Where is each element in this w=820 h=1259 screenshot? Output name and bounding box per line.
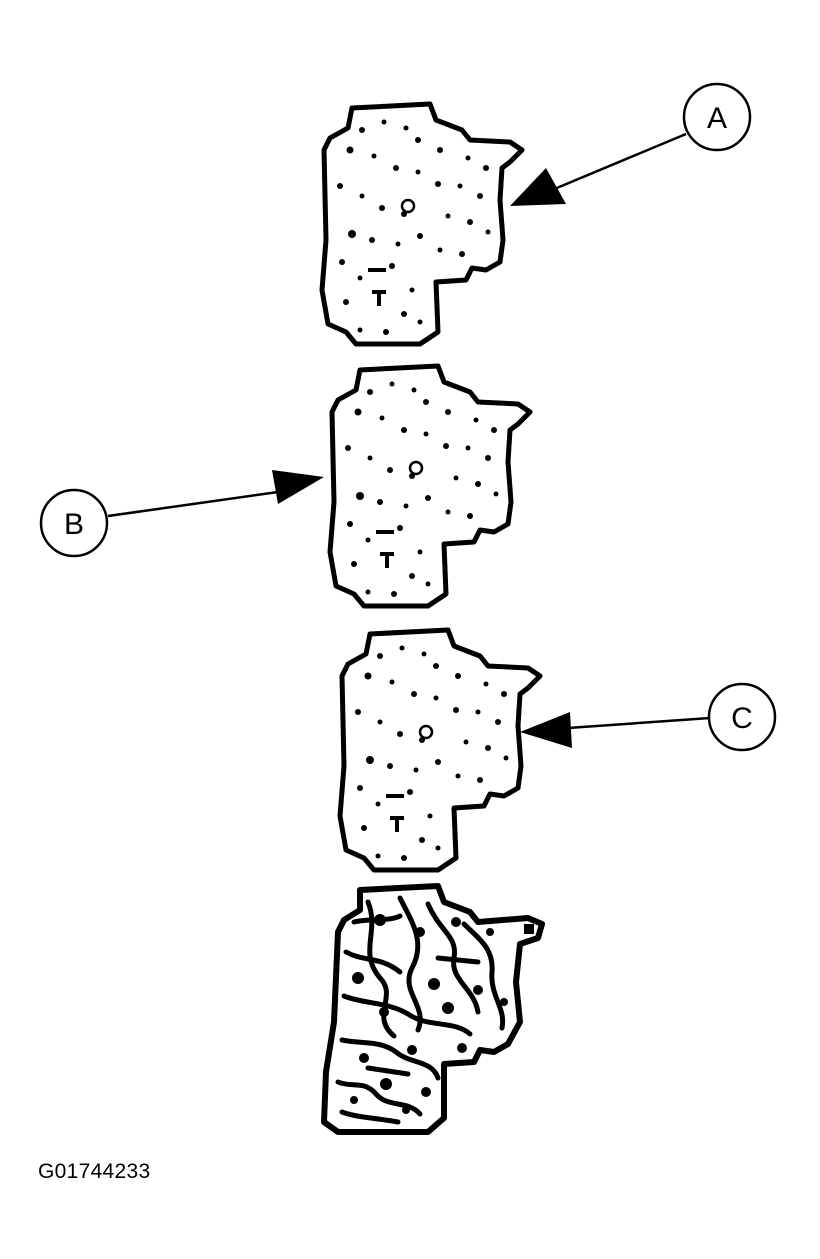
callout-a-circle [682, 82, 752, 152]
callout-c-label: C [731, 702, 753, 735]
callout-b-leader [107, 490, 279, 518]
separator-plate-c [340, 630, 540, 870]
figure-id: G01744233 [38, 1160, 151, 1183]
callout-b: B [39, 470, 324, 558]
callout-c-circle [707, 682, 777, 752]
callout-a: A [510, 82, 752, 206]
separator-plate-b [330, 366, 530, 606]
valve-body-casting [321, 883, 545, 1135]
separator-plate-a [322, 104, 522, 344]
callout-c-leader [567, 716, 711, 730]
callout-a-arrowhead [510, 168, 566, 206]
callout-c: C [520, 682, 777, 752]
callout-b-arrowhead [272, 470, 324, 504]
callout-b-circle [39, 488, 109, 558]
callout-c-arrowhead [520, 712, 572, 748]
callout-a-label: A [707, 102, 727, 135]
callout-b-label: B [64, 508, 84, 541]
callout-a-leader [551, 132, 687, 192]
